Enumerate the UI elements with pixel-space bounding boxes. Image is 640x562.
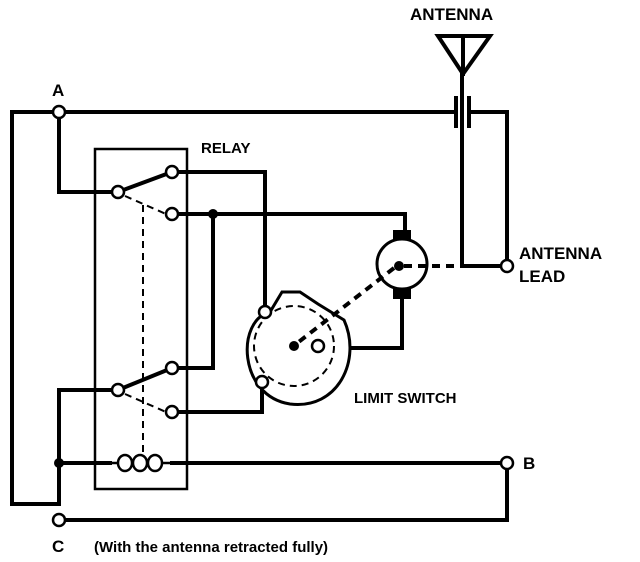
relay-contact [164, 360, 180, 376]
caption: (With the antenna retracted fully) [94, 539, 328, 556]
wire-c-to-relay [57, 388, 120, 506]
capacitor-symbol [454, 96, 471, 128]
relay-label: RELAY [201, 140, 250, 157]
wire-a-to-relay [57, 110, 120, 194]
relay-contact [164, 206, 180, 222]
wire-junction-down [170, 212, 215, 370]
terminals [51, 104, 515, 528]
terminal-b-label: B [523, 454, 535, 473]
antenna-symbol [434, 34, 509, 268]
relay-contact [164, 404, 180, 420]
limit-switch-contact [257, 304, 273, 320]
junction-dot [208, 209, 218, 219]
wire-upper-no [170, 212, 407, 234]
terminal-b [499, 455, 515, 471]
antenna-label: ANTENNA [410, 5, 493, 24]
terminal-a [51, 104, 67, 120]
relay-box [93, 147, 189, 491]
limit-switch-contact [254, 374, 270, 390]
wire-lower-no [170, 380, 264, 414]
wire-upper-nc [170, 170, 267, 312]
terminal-c [51, 512, 67, 528]
terminal-antenna-lead [499, 258, 515, 274]
limit-switch-label: LIMIT SWITCH [354, 390, 456, 407]
terminal-c-label: C [52, 537, 64, 556]
antenna-lead-label-line2: LEAD [519, 267, 565, 286]
relay-upper-blade [115, 169, 175, 195]
limit-switch-contact [310, 338, 326, 354]
antenna-lead-label-line1: ANTENNA [519, 244, 602, 263]
relay-contact [164, 164, 180, 180]
relay-contact [110, 382, 126, 398]
motor-symbol [375, 230, 429, 299]
relay-contact [110, 184, 126, 200]
junction-dot [54, 458, 64, 468]
motor-to-limit-link [294, 266, 396, 346]
relay-lower-blade [115, 365, 175, 393]
outer-loop-wire [10, 110, 509, 522]
terminal-a-label: A [52, 81, 64, 100]
relay-coil-symbol [110, 453, 172, 473]
